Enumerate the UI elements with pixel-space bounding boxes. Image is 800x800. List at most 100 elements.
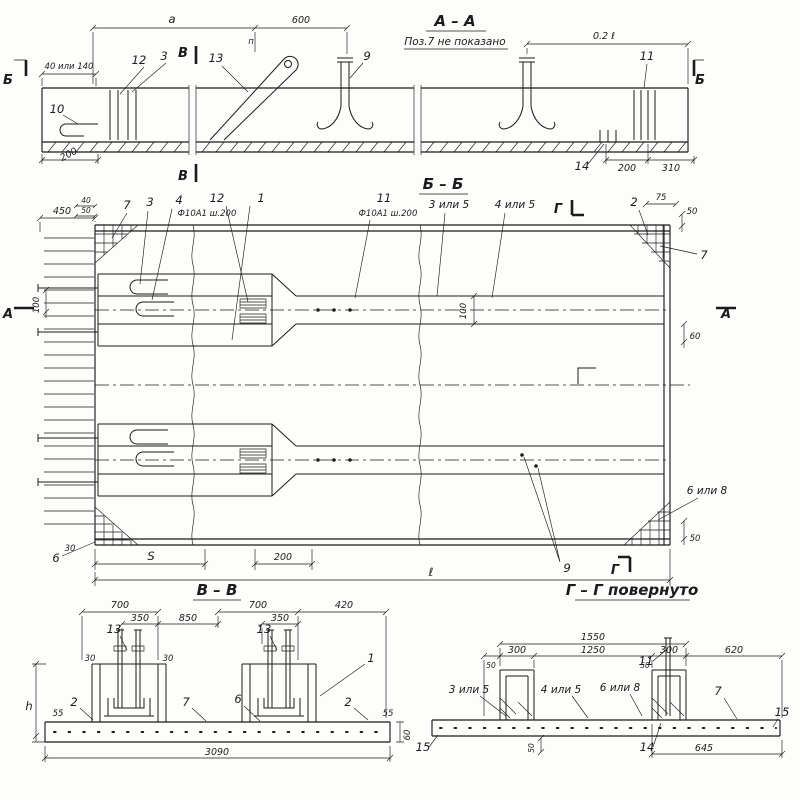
bb-part-4or5: 4 или 5: [495, 199, 536, 211]
aa-marker-b-left: Б: [3, 73, 13, 88]
aa-anchor-right: [498, 57, 556, 130]
section-gg: Г – Г повернуто 1550 300 1250 300 620 50…: [416, 581, 790, 758]
vv-part-13a: 13: [107, 622, 122, 636]
bb-dim-50-label: 50: [81, 206, 91, 215]
bb-break-wave-1: [191, 224, 195, 546]
aa-view-b-marks: [24, 60, 696, 76]
aa-dim-200-left: [38, 154, 102, 164]
vv-dim-h-label: h: [25, 699, 32, 713]
vv-dims-top: [78, 608, 390, 718]
bb-marker-g-bottom: Г: [611, 563, 620, 578]
bb-part-9: 9: [563, 561, 570, 575]
vv-dim-350a-label: 350: [131, 613, 149, 624]
vv-slab: [44, 721, 391, 743]
aa-dim-200v-label: 200: [58, 146, 79, 164]
vv-dim-60: [396, 721, 404, 743]
bb-dim-40-label: 40: [81, 196, 91, 205]
bb-dim-50tr-label: 50: [687, 207, 698, 217]
aa-marker-b-right: Б: [695, 73, 705, 88]
vv-dim-700b-label: 700: [249, 600, 267, 611]
gg-bar-11: [664, 637, 672, 716]
aa-dim-40or140: [38, 70, 100, 86]
aa-part-12: 12: [132, 53, 147, 67]
aa-stirrups: [109, 90, 137, 140]
aa-part-3: 3: [160, 49, 167, 63]
gg-part-6or8: 6 или 8: [600, 682, 641, 694]
gg-dim-1550: [496, 640, 690, 666]
bb-part-12: 12: [210, 191, 225, 205]
vv-part-13b: 13: [257, 622, 272, 636]
bb-part-4: 4: [175, 193, 182, 207]
aa-hook-bar: [59, 123, 98, 137]
gg-upstand-2: [651, 669, 687, 720]
aa-hatch: [47, 141, 687, 153]
bb-part-11: 11: [377, 191, 392, 205]
bb-dim-450: [36, 214, 99, 232]
aa-dim-n-label: п: [248, 37, 254, 47]
bb-corner-mark: [577, 367, 596, 384]
vv-leaders: [79, 635, 369, 722]
section-aa: А – А Поз.7 не показано а 600 п 0.2 ℓ 40…: [3, 12, 705, 184]
gg-upstand-1: [499, 669, 535, 720]
vv-dim-55a-label: 55: [53, 709, 64, 719]
gg-part-15a: 15: [775, 705, 790, 719]
gg-part-15b: 15: [416, 740, 431, 754]
bb-left-ticks: [44, 237, 94, 525]
bb-dim-200-label: 200: [274, 552, 292, 563]
bb-dim-100-left: [42, 286, 50, 318]
bb-dim-30-label: 30: [65, 544, 76, 554]
bb-dim-75: [642, 200, 680, 208]
aa-dim-a-label: а: [168, 12, 175, 26]
bb-dim-50-tr: [678, 210, 686, 232]
aa-dim-600-label: 600: [292, 15, 310, 26]
vv-upstand-a-nuts: [113, 645, 145, 652]
bb-part-1: 1: [257, 191, 264, 205]
bb-dim-60-right: [680, 320, 688, 348]
bb-part-6: 6: [52, 551, 59, 565]
gg-dim-300a-label: 300: [508, 645, 526, 656]
bb-dim-75-label: 75: [656, 193, 667, 203]
vv-title: В – В: [197, 581, 238, 599]
bb-marker-g-top: Г: [554, 202, 563, 217]
aa-short-bars: [599, 130, 617, 142]
bb-marker-a-left: А: [2, 307, 13, 322]
vv-upstand-a: [91, 663, 167, 722]
bb-dim-450-label: 450: [53, 206, 71, 217]
aa-loop-hole: [284, 60, 292, 68]
bb-rib-upper-hairpins: [129, 279, 174, 317]
aa-note: Поз.7 не показано: [404, 36, 505, 48]
vv-dim-350b-label: 350: [271, 613, 289, 624]
bb-mesh-label-right: Ф10А1 ш.200: [359, 209, 418, 219]
vv-dim-3090-label: 3090: [205, 747, 229, 758]
bb-dim-s-label: S: [147, 549, 154, 563]
vv-dim-420-label: 420: [335, 600, 353, 611]
bb-rib-bars-left: [37, 284, 98, 486]
gg-part-11: 11: [639, 654, 654, 668]
gg-upstand-2-hatch: [651, 697, 685, 719]
bb-part-2: 2: [630, 195, 637, 209]
bb-part-3: 3: [146, 195, 153, 209]
vv-part-6: 6: [234, 692, 241, 706]
gg-dim-50c: [537, 734, 545, 756]
aa-lifting-loop: [209, 55, 299, 141]
vv-dim-55b-label: 55: [383, 709, 394, 719]
vv-upstand-b-channel: [254, 698, 304, 723]
bb-dim-l: [91, 549, 674, 586]
gg-dims-row2: [480, 652, 786, 718]
vv-dim-30a-label: 30: [85, 654, 96, 664]
gg-upstand-1-hatch: [499, 697, 533, 719]
gg-dim-1250-label: 1250: [581, 645, 605, 656]
vv-dim-30b-label: 30: [163, 654, 174, 664]
bb-mesh-label-left: Ф10А1 ш.200: [178, 209, 237, 219]
aa-end-bars: [633, 90, 656, 140]
bb-part-6or8: 6 или 8: [687, 485, 728, 497]
aa-dim-bottom-right: [602, 144, 698, 164]
gg-dim-300b-label: 300: [660, 645, 678, 656]
aa-marker-v-top: В: [178, 46, 188, 61]
aa-part-11: 11: [640, 49, 655, 63]
vv-upstand-a-bolts: [116, 629, 142, 708]
vv-part-2b: 2: [344, 695, 351, 709]
vv-part-2a: 2: [70, 695, 77, 709]
vv-upstand-b: [241, 663, 317, 722]
aa-beam-outline: [41, 87, 689, 153]
